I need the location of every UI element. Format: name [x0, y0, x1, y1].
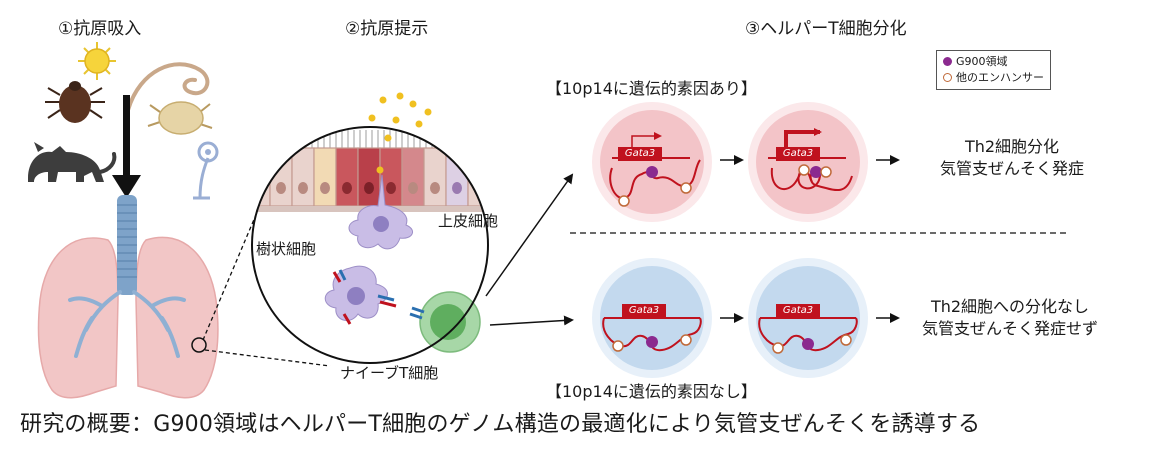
zoom-lines [202, 209, 331, 367]
legend: G900領域 他のエンハンサー [936, 50, 1051, 90]
naive-t-cell [409, 291, 481, 353]
condition-without-factor: 【10p14に遺伝的素因なし】 [546, 382, 757, 401]
gene-label-top-1: Gata3 [624, 148, 656, 159]
dendritic-cell-label: 樹状細胞 [256, 240, 317, 258]
nucleus-top-1 [592, 102, 712, 222]
lungs-illustration [37, 195, 219, 399]
step2-title: ②抗原提示 [345, 19, 429, 39]
dendritic-cell-lower [324, 265, 397, 325]
arrow-to-bottom-row [489, 315, 574, 326]
nucleus-bottom-2 [748, 258, 868, 378]
naive-t-cell-label: ナイーブT細胞 [340, 364, 439, 382]
summary-caption: 研究の概要：G900領域はヘルパーT細胞のゲノム構造の最適化により気管支ぜんそく… [20, 412, 981, 437]
result-top: Th2細胞分化 気管支ぜんそく発症 [912, 136, 1112, 180]
worm-icon [126, 62, 210, 112]
arrow-to-top-row [485, 173, 574, 297]
result-bottom-line2: 気管支ぜんそく発症せず [921, 319, 1098, 338]
nucleus-top-2 [748, 102, 868, 222]
result-top-line2: 気管支ぜんそく発症 [939, 159, 1084, 178]
gene-label-top-2: Gata3 [782, 148, 814, 159]
pollen-icon [78, 42, 116, 80]
result-top-line1: Th2細胞分化 [964, 137, 1060, 156]
inhalation-arrow [112, 95, 141, 198]
step1-title: ①抗原吸入 [58, 19, 142, 39]
result-bottom: Th2細胞への分化なし 気管支ぜんそく発症せず [904, 296, 1116, 340]
g900-dot-icon [943, 57, 952, 66]
legend-item-g900: G900領域 [943, 54, 1044, 70]
mold-icon [193, 141, 219, 200]
legend-item-other: 他のエンハンサー [943, 70, 1044, 86]
cat-icon [28, 142, 117, 182]
epithelial-cell-label: 上皮細胞 [438, 212, 499, 230]
dendritic-cell-upper [348, 174, 414, 250]
gene-label-bottom-2: Gata3 [782, 305, 814, 316]
enhancer-circle-icon [943, 73, 952, 82]
gene-label-bottom-1: Gata3 [628, 305, 660, 316]
nucleus-bottom-1 [592, 258, 712, 378]
step3-title: ③ヘルパーT細胞分化 [745, 19, 907, 39]
tick-icon [45, 81, 105, 123]
condition-with-factor: 【10p14に遺伝的素因あり】 [546, 79, 757, 98]
result-bottom-line1: Th2細胞への分化なし [930, 297, 1090, 316]
mite-icon [147, 101, 213, 135]
antigen-particles [368, 92, 432, 174]
